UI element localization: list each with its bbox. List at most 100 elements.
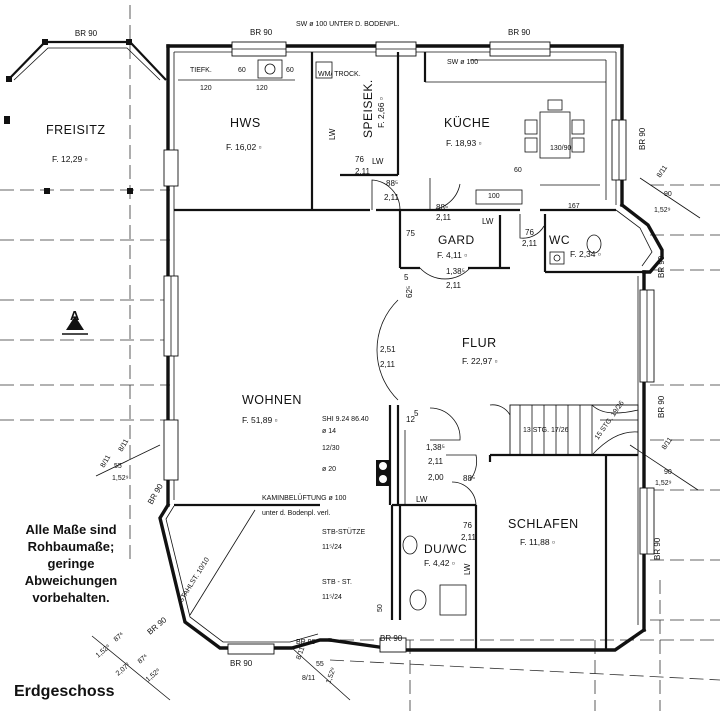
dim-wc-76: 76 bbox=[525, 228, 534, 237]
dim-bc-55: 55 bbox=[316, 661, 324, 668]
dim-l1-55: 55 bbox=[114, 463, 122, 470]
dim-l1-811b: 8/11 bbox=[118, 438, 131, 453]
dim-75: 75 bbox=[406, 229, 415, 238]
dim-k-885: 88⁵ bbox=[436, 203, 448, 212]
floor-title: Erdgeschoss bbox=[14, 683, 115, 700]
label-lw-du: LW bbox=[463, 563, 472, 575]
dim-5b: 5 bbox=[414, 409, 419, 418]
room-name-hws: HWS bbox=[230, 116, 261, 130]
label-br90-bottom-1: BR 90 bbox=[230, 659, 253, 668]
label-table-130: 130/90 bbox=[550, 145, 572, 152]
label-br90-left: BR 90 bbox=[146, 482, 165, 506]
dim-r1-1529: 1,52⁹ bbox=[654, 207, 671, 214]
label-stb-stuetze-dim: 11⁵/24 bbox=[322, 544, 342, 551]
label-k60: 60 bbox=[514, 167, 522, 174]
door-swings bbox=[371, 178, 545, 506]
dim-r2-1529: 1,52⁹ bbox=[655, 480, 672, 487]
dim-bl-876b: 87⁶ bbox=[137, 653, 150, 665]
room-name-kueche: KÜCHE bbox=[444, 116, 490, 130]
label-cab-120b: 120 bbox=[256, 85, 268, 92]
room-name-schlafen: SCHLAFEN bbox=[508, 517, 579, 531]
dimension-disclaimer: Alle Maße sind Rohbaumaße; geringe Abwei… bbox=[24, 522, 118, 605]
dim-50: 50 bbox=[377, 604, 384, 612]
stair-label-13: 13 STG. 17/26 bbox=[523, 427, 569, 434]
label-sw100-unter: SW ø 100 UNTER D. BODENPL. bbox=[296, 21, 400, 28]
room-area-speisek: F. 2,66 ▫ bbox=[376, 97, 386, 128]
label-cab-60b: 60 bbox=[286, 67, 294, 74]
room-area-duwc: F. 4,42 ▫ bbox=[424, 558, 455, 568]
room-name-flur: FLUR bbox=[462, 336, 497, 350]
label-kamin-1: KAMINBELÜFTUNG ø 100 bbox=[262, 494, 347, 502]
room-name-wohnen: WOHNEN bbox=[242, 393, 302, 407]
dim-bc-811: 8/11 bbox=[295, 646, 306, 661]
dim-l1-1529: 1,52⁹ bbox=[112, 475, 129, 482]
label-br90-bay: BR 90 bbox=[146, 615, 169, 637]
dim-wc-211: 2,11 bbox=[522, 239, 538, 248]
label-kamin-2: unter d. Bodenpl. verl. bbox=[262, 510, 331, 517]
label-stb-st-dim: 11⁵/24 bbox=[322, 594, 342, 601]
fixtures bbox=[178, 59, 607, 616]
label-br90-right-2: BR 90 bbox=[657, 255, 666, 278]
dim-r2-90: 90 bbox=[664, 469, 672, 476]
dim-hws-211: 2,11 bbox=[384, 193, 400, 202]
label-lw-kueche: LW bbox=[482, 217, 494, 226]
dim-bc-1529: 1,52⁹ bbox=[325, 667, 337, 685]
room-name-freisitz: FREISITZ bbox=[46, 123, 106, 137]
room-area-hws: F. 16,02 ▫ bbox=[226, 142, 262, 152]
label-k100: 100 bbox=[488, 193, 500, 200]
room-area-freisitz: F. 12,29 ▫ bbox=[52, 154, 88, 164]
label-br90-right-4: BR 90 bbox=[653, 537, 662, 560]
room-labels: FREISITZ F. 12,29 ▫ HWS F. 16,02 ▫ SPEIS… bbox=[46, 79, 601, 568]
dim-885-b: 88⁵ bbox=[463, 474, 475, 483]
dim-spk-211: 2,11 bbox=[355, 167, 371, 176]
label-sw100: SW ø 100 bbox=[447, 59, 478, 66]
room-name-duwc: DU/WC bbox=[424, 542, 467, 556]
freisitz-outline: BR 90 bbox=[4, 29, 167, 194]
dim-r1-811: 8/11 bbox=[656, 164, 669, 179]
label-br90-right-3: BR 90 bbox=[657, 395, 666, 418]
room-name-wc: WC bbox=[549, 233, 570, 247]
dim-12: 12 bbox=[406, 415, 415, 424]
room-area-schlafen: F. 11,88 ▫ bbox=[520, 537, 555, 547]
label-stb-stuetze: STB-STÜTZE bbox=[322, 528, 365, 536]
section-marker: A bbox=[62, 308, 88, 335]
dim-bl-1529b: 1,52⁹ bbox=[145, 667, 162, 683]
dim-bc-811b: 8/11 bbox=[302, 675, 315, 682]
dim-625: 62⁵ bbox=[405, 286, 414, 298]
room-area-kueche: F. 18,93 ▫ bbox=[446, 138, 482, 148]
room-area-gard: F. 4,11 ▫ bbox=[437, 250, 467, 260]
dim-bl-2072: 2,07² bbox=[115, 661, 132, 677]
dim-200: 2,00 bbox=[428, 473, 444, 482]
label-wm-trock: WM/ TROCK. bbox=[318, 71, 361, 78]
label-cab-60a: 60 bbox=[238, 67, 246, 74]
label-br90-top-1: BR 90 bbox=[250, 28, 273, 37]
windows bbox=[163, 41, 655, 655]
label-lw-speisek: LW bbox=[328, 128, 337, 140]
dim-spk-76: 76 bbox=[355, 155, 364, 164]
label-stahlst: STAHLST. 10/10 bbox=[178, 556, 211, 604]
room-area-wc: F. 2,34 ▫ bbox=[570, 249, 601, 259]
dim-hws-885: 88⁵ bbox=[386, 179, 398, 188]
room-name-gard: GARD bbox=[438, 233, 475, 247]
construction-lines bbox=[0, 5, 720, 711]
label-d14: ø 14 bbox=[322, 428, 336, 435]
outer-walls bbox=[158, 44, 664, 652]
label-lw-flur: LW bbox=[416, 495, 428, 504]
dim-w-211: 2,11 bbox=[428, 457, 444, 466]
label-cab-120a: 120 bbox=[200, 85, 212, 92]
dim-r2-811: 8/11 bbox=[661, 436, 674, 451]
dim-flur-211: 2,11 bbox=[446, 281, 462, 290]
room-area-flur: F. 22,97 ▫ bbox=[462, 356, 498, 366]
dim-bc-br90: BR 90 bbox=[296, 639, 316, 646]
dim-251: 2,51 bbox=[380, 345, 396, 354]
dim-br90-freisitz: BR 90 bbox=[75, 29, 98, 38]
dim-du-76: 76 bbox=[463, 521, 472, 530]
label-d1230: 12/30 bbox=[322, 445, 340, 452]
dim-bl-876a: 87⁶ bbox=[113, 631, 126, 643]
dim-k-211: 2,11 bbox=[436, 213, 452, 222]
dim-du-211: 2,11 bbox=[461, 533, 477, 542]
label-br90-right-1: BR 90 bbox=[638, 127, 647, 150]
label-br90-bottom-2: BR 90 bbox=[380, 634, 403, 643]
staircase: 13 STG. 17/26 15 STG. 19/26 bbox=[509, 400, 639, 456]
